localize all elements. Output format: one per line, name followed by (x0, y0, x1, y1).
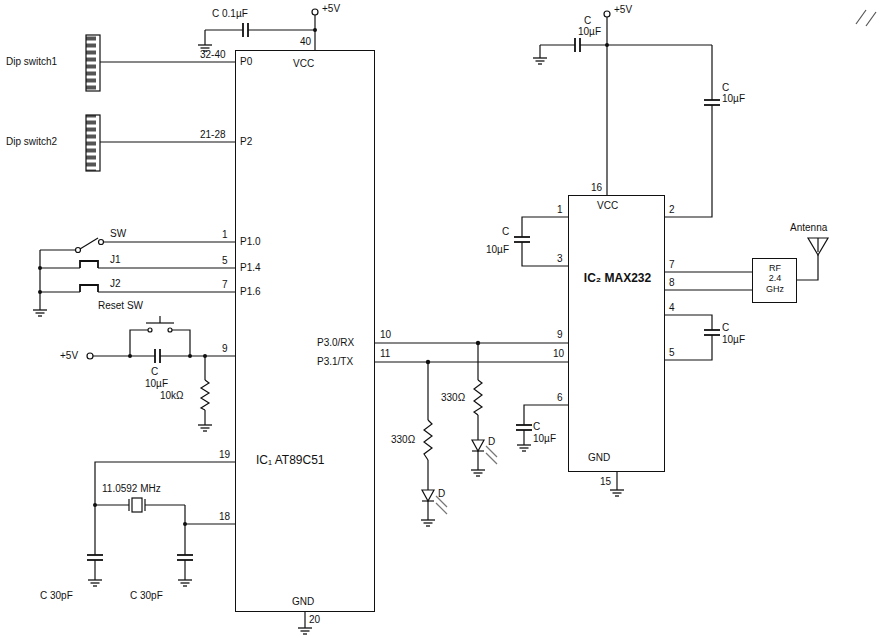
circuit-label: P1.0 (240, 236, 261, 247)
circuit-label: 3 (557, 253, 563, 264)
circuit-label: P3.0/RX (317, 337, 354, 348)
circuit-label: C 0.1µF (212, 8, 248, 19)
circuit-label: C 30pF (130, 590, 163, 601)
circuit-label: 20 (309, 614, 320, 625)
circuit-label: P1.6 (240, 286, 261, 297)
circuit-label: 10µF (486, 244, 509, 255)
circuit-label: D (438, 488, 445, 499)
circuit-label: 10kΩ (160, 390, 184, 401)
circuit-label: 10µF (722, 93, 745, 104)
circuit-label: SW (110, 228, 126, 239)
circuit-label: +5V (614, 4, 632, 15)
signal-wire (375, 343, 568, 344)
circuit-label: GND (588, 452, 610, 463)
circuit-label: 2 (669, 204, 675, 215)
circuit-label: 9 (557, 329, 563, 340)
circuit-label: 10µF (145, 378, 168, 389)
circuit-label: P1.4 (240, 262, 261, 273)
circuit-label: VCC (293, 58, 314, 69)
circuit-label: C 30pF (40, 590, 73, 601)
circuit-label: Dip switch2 (6, 136, 57, 147)
circuit-label: D (488, 436, 495, 447)
circuit-label: Reset SW (98, 300, 143, 311)
circuit-label: +5V (322, 3, 340, 14)
signal-wire (665, 272, 752, 273)
circuit-label: 330Ω (441, 392, 465, 403)
circuit-label: J1 (110, 254, 121, 265)
line-driver-ic: IC₂ MAX232 (568, 195, 665, 472)
circuit-label: 7 (669, 259, 675, 270)
circuit-label: 11.0592 MHz (102, 483, 161, 494)
signal-wire (375, 362, 568, 363)
circuit-label: 1 (222, 229, 228, 240)
circuit-label: C (502, 226, 509, 237)
chip-name: IC₁ AT89C51 (256, 454, 356, 468)
circuit-label: C (722, 82, 729, 93)
circuit-label: C (151, 366, 158, 377)
circuit-label: 10µF (722, 334, 745, 345)
circuit-label: J2 (110, 278, 121, 289)
microcontroller-ic: IC₁ AT89C51 (235, 50, 375, 612)
circuit-label: 10µF (533, 433, 556, 444)
chip-name: RF 2.4 GHz (763, 263, 787, 294)
circuit-label: 4 (669, 302, 675, 313)
circuit-label: 9 (222, 343, 228, 354)
circuit-label: 10 (553, 348, 564, 359)
circuit-label: 6 (557, 392, 563, 403)
circuit-label: 21-28 (200, 129, 226, 140)
circuit-label: 32-40 (200, 49, 226, 60)
circuit-label: 330Ω (391, 434, 415, 445)
circuit-label: VCC (597, 200, 618, 211)
circuit-label: 19 (219, 449, 230, 460)
signal-wire (665, 290, 752, 291)
circuit-label: 15 (600, 476, 611, 487)
circuit-label: P2 (240, 136, 252, 147)
circuit-label: 8 (669, 277, 675, 288)
circuit-label: Antenna (790, 222, 827, 233)
circuit-label: 5 (669, 347, 675, 358)
chip-name: IC₂ MAX232 (581, 272, 654, 286)
circuit-label: 7 (222, 279, 228, 290)
circuit-label: C (584, 15, 591, 26)
circuit-label: P3.1/TX (317, 356, 353, 367)
rf-module: RF 2.4 GHz (752, 258, 797, 303)
circuit-label: 40 (300, 36, 311, 47)
circuit-label: P0 (240, 56, 252, 67)
circuit-label: 18 (219, 511, 230, 522)
circuit-label: C (533, 421, 540, 432)
circuit-label: +5V (60, 350, 78, 361)
circuit-label: GND (292, 596, 314, 607)
circuit-label: 16 (591, 182, 602, 193)
circuit-label: 5 (222, 255, 228, 266)
circuit-label: Dip switch1 (6, 56, 57, 67)
circuit-label: 11 (380, 348, 390, 359)
circuit-label: 1 (557, 204, 563, 215)
circuit-label: C (722, 322, 729, 333)
circuit-label: 10 (380, 329, 391, 340)
circuit-label: 10µF (578, 26, 601, 37)
